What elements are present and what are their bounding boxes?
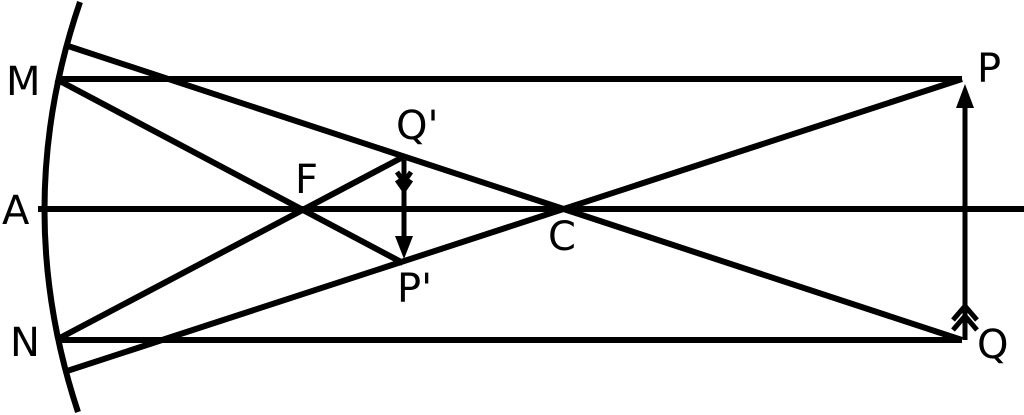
label-f: F (295, 157, 318, 203)
label-q: Q (977, 322, 1008, 368)
object-arrow-base-marker (951, 302, 979, 332)
label-m: M (6, 59, 41, 105)
ray-q-through-c (67, 43, 963, 343)
image-arrow-base-marker (394, 170, 414, 195)
label-n: N (10, 320, 40, 366)
ray-m-through-f (54, 76, 405, 266)
label-c: C (548, 214, 576, 260)
label-q-image: Q' (396, 103, 438, 149)
ray-n-through-f (54, 154, 405, 343)
image-arrow-head (395, 236, 413, 259)
object-arrow-head (956, 84, 974, 108)
label-a: A (2, 188, 30, 234)
label-p: P (977, 46, 1001, 92)
ray-p-through-c (63, 76, 963, 375)
label-p-image: P' (397, 266, 432, 312)
